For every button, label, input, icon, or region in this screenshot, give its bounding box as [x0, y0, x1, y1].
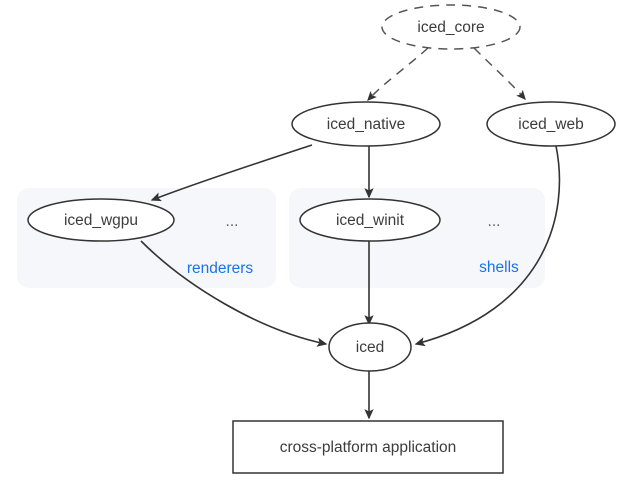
node-iced-native-label: iced_native [327, 116, 405, 133]
node-iced-native-shape [291, 101, 441, 147]
node-iced[interactable]: iced [328, 322, 412, 372]
edge-iced-wgpu-to-iced [140, 240, 328, 347]
node-iced-wgpu-label: iced_wgpu [64, 212, 138, 229]
node-iced-winit-label: iced_winit [336, 212, 405, 229]
node-iced-web-label: iced_web [518, 116, 584, 133]
group-label-shells: shells [479, 259, 519, 276]
node-iced-core-label: iced_core [417, 19, 484, 36]
shells-ellipsis: ... [488, 213, 501, 230]
node-application[interactable]: cross-platform application [232, 420, 504, 474]
node-iced-wgpu[interactable]: iced_wgpu [27, 198, 175, 242]
node-iced-winit[interactable]: iced_winit [299, 198, 441, 242]
node-iced-label: iced [356, 339, 384, 356]
node-application-shape [232, 420, 504, 474]
edge-iced-web-to-iced [414, 145, 561, 347]
node-iced-shape [328, 322, 412, 372]
node-iced-native[interactable]: iced_native [291, 101, 441, 147]
edge-iced-core-to-iced-web [473, 47, 526, 100]
node-iced-web-shape [486, 101, 616, 147]
node-application-label: cross-platform application [280, 439, 457, 456]
group-label-renderers: renderers [187, 260, 254, 277]
node-iced-core[interactable]: iced_core [381, 4, 521, 50]
renderers-ellipsis: ... [226, 213, 239, 230]
node-iced-wgpu-shape [27, 198, 175, 242]
edge-iced-core-to-iced-native [367, 47, 429, 101]
node-iced-web[interactable]: iced_web [486, 101, 616, 147]
node-iced-winit-shape [299, 198, 441, 242]
edge-iced-native-to-iced-wgpu [150, 144, 313, 202]
node-iced-core-shape [381, 4, 521, 50]
